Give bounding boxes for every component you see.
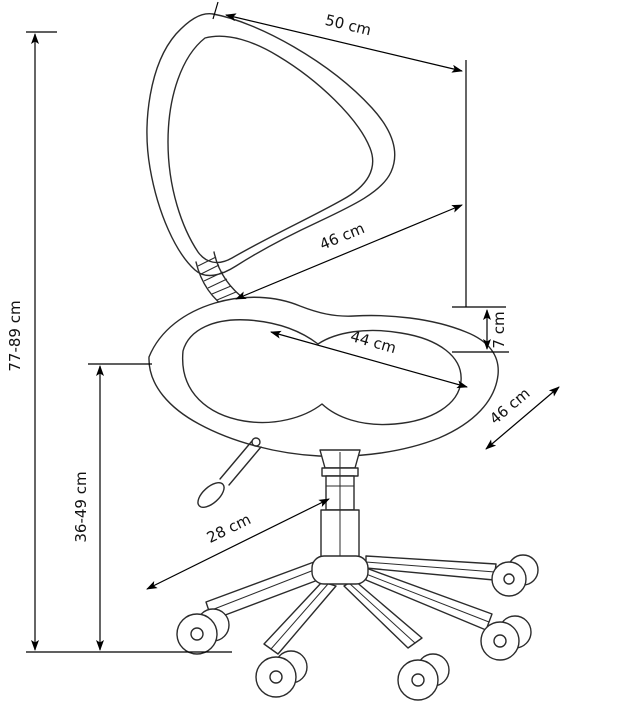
- dimension-seat-depth: 46 cm: [485, 384, 560, 450]
- base: [176, 554, 539, 701]
- caster-wheel-front-right: [397, 653, 450, 701]
- height-adjust-lever: [197, 437, 262, 508]
- seat-outline: [148, 296, 499, 458]
- seat: [148, 296, 499, 458]
- dim-label-base-leg-length: 28 cm: [204, 510, 254, 547]
- gas-lift-cylinder: [319, 449, 361, 559]
- caster-wheel-right: [480, 615, 532, 661]
- caster-wheel-front-left: [255, 650, 308, 698]
- dimension-seat-height: 36-49 cm: [72, 363, 152, 651]
- base-hub: [311, 555, 369, 585]
- dim-label-backrest-width: 50 cm: [323, 11, 373, 39]
- dim-label-backrest-height: 46 cm: [317, 219, 367, 254]
- dimension-overall-height: 77-89 cm: [6, 31, 232, 653]
- caster-wheel-back-right: [491, 554, 539, 597]
- chair-drawing: [146, 13, 539, 701]
- dimension-seat-thickness: 7 cm: [452, 306, 509, 353]
- caster-wheel-left: [176, 608, 230, 655]
- dim-label-overall-height: 77-89 cm: [6, 300, 24, 371]
- dim-label-seat-height: 36-49 cm: [72, 471, 90, 542]
- dim-label-seat-thickness: 7 cm: [490, 311, 508, 348]
